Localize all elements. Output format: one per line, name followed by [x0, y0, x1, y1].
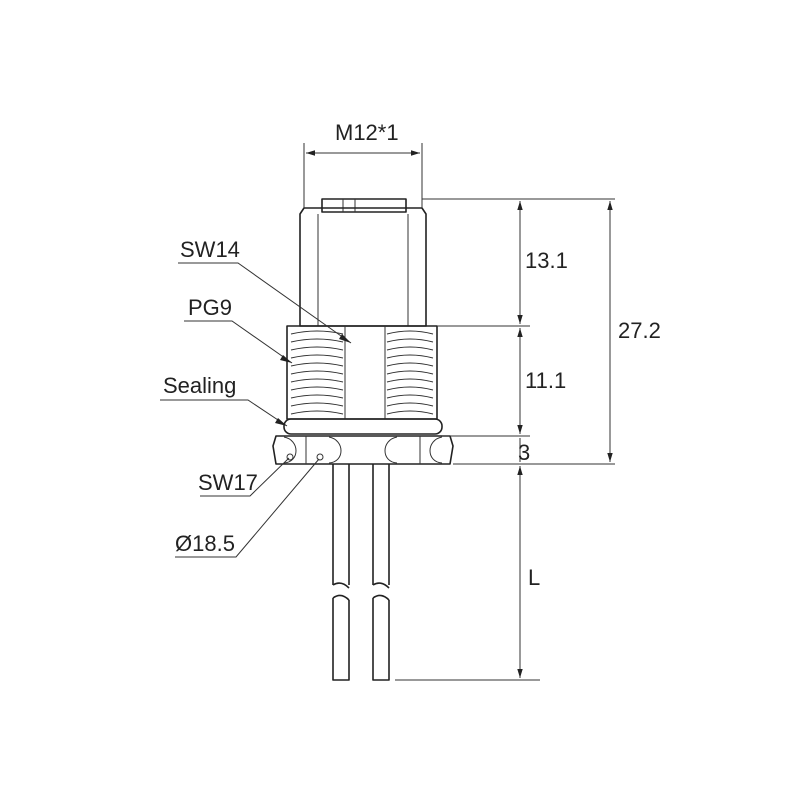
thread-ridge — [386, 338, 434, 343]
upper-housing — [299, 207, 427, 327]
thread-ridge — [386, 402, 434, 407]
dim-total-height: 27.2 — [618, 318, 661, 343]
dim-thread-top: M12*1 — [335, 120, 399, 145]
dim-nut-height: 3 — [518, 440, 530, 465]
thread-ridge — [386, 394, 434, 399]
sealing-ring — [283, 418, 443, 435]
wire-leads — [332, 464, 390, 681]
thread-ridge — [386, 378, 434, 383]
pg9-thread — [286, 325, 438, 420]
thread-ridge — [386, 370, 434, 375]
thread-ridge — [386, 386, 434, 391]
thread-ridge — [290, 378, 344, 383]
thread-ridge — [386, 354, 434, 359]
dim-thread-height: 11.1 — [525, 368, 566, 393]
callout-sw14: SW14 — [180, 237, 240, 262]
callout-sw17: SW17 — [198, 470, 258, 495]
callout-sealing: Sealing — [163, 373, 236, 398]
leader-lines — [160, 262, 352, 558]
thread-ridge — [386, 330, 434, 335]
dimension-lines — [306, 150, 613, 678]
thread-ridge — [290, 346, 344, 351]
thread-ridge — [290, 394, 344, 399]
thread-ridge — [386, 346, 434, 351]
thread-ridge — [290, 354, 344, 359]
thread-ridge — [290, 386, 344, 391]
thread-ridge — [290, 330, 344, 335]
hex-nut — [272, 435, 454, 465]
thread-ridge — [386, 410, 434, 415]
top-cap — [321, 198, 407, 213]
thread-ridge — [290, 362, 344, 367]
extension-lines — [303, 143, 615, 681]
callout-pg9: PG9 — [188, 295, 232, 320]
thread-ridge — [290, 402, 344, 407]
dim-lead-length: L — [528, 565, 540, 590]
thread-ridge — [290, 410, 344, 415]
callout-diameter: Ø18.5 — [175, 531, 235, 556]
thread-ridge — [290, 338, 344, 343]
thread-ridge — [386, 362, 434, 367]
dim-upper-height: 13.1 — [525, 248, 568, 273]
connector-body — [299, 198, 427, 327]
thread-ridge — [290, 370, 344, 375]
